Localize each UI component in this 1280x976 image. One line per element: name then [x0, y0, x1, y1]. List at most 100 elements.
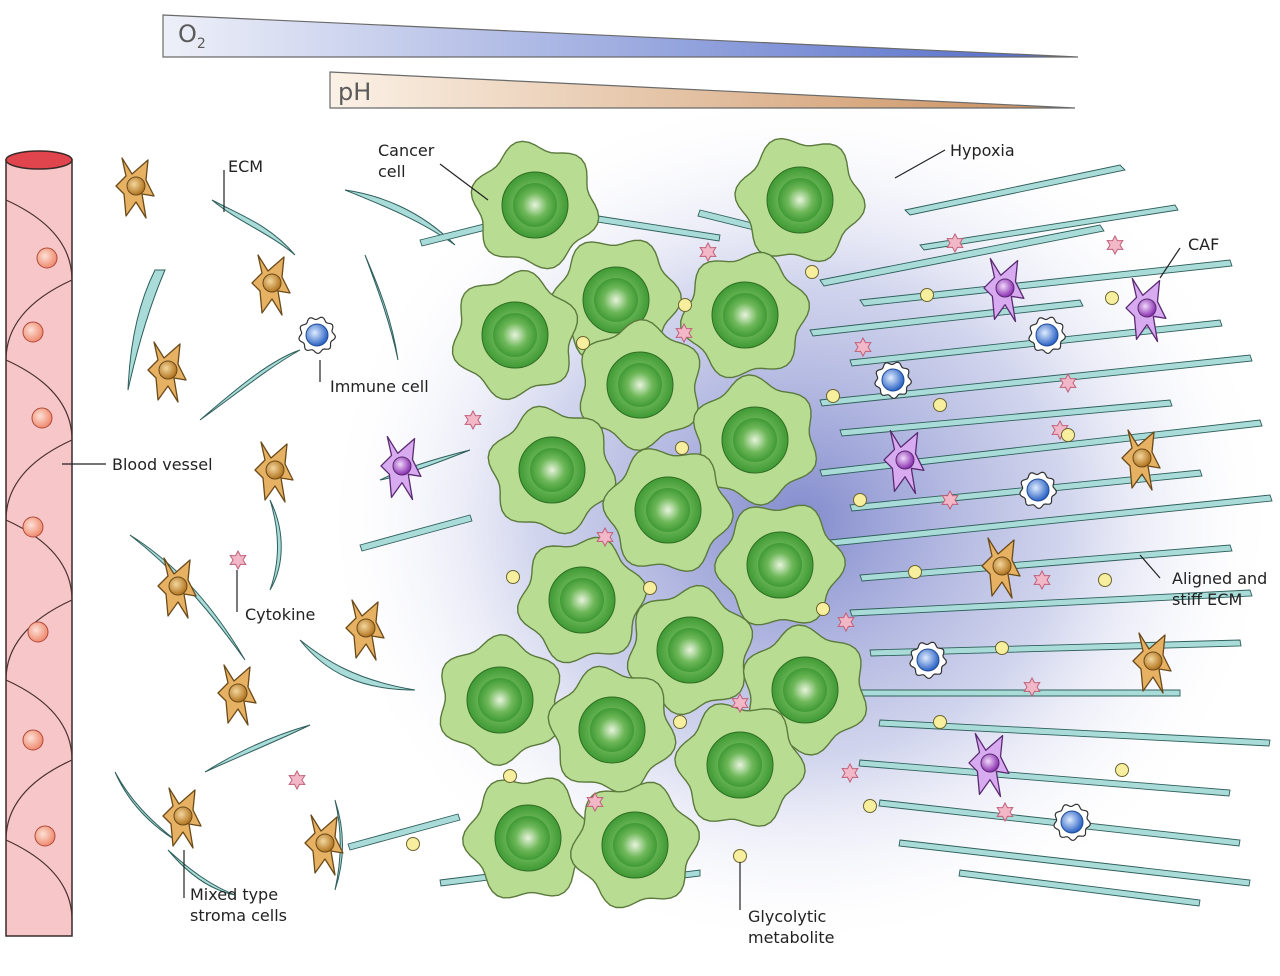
immune-cell	[874, 361, 913, 399]
cytokine	[731, 692, 749, 714]
metabolite	[826, 389, 840, 403]
metabolite	[1105, 291, 1119, 305]
cancer-cell	[462, 777, 594, 899]
stroma-cell	[345, 599, 385, 661]
cytokine	[586, 791, 604, 813]
blood-vessel-label: Blood vessel	[112, 455, 213, 474]
metabolite	[733, 849, 747, 863]
cancer-cell	[470, 140, 600, 270]
cytokine	[837, 611, 855, 633]
stroma-cell	[147, 341, 187, 403]
ph-label: pH	[338, 78, 372, 106]
metabolite	[678, 298, 692, 312]
cytokine	[941, 489, 959, 511]
caf-cell	[968, 732, 1010, 798]
leader-lines	[62, 149, 1181, 910]
cytokine	[699, 241, 717, 263]
oxygen-label: O2	[178, 20, 206, 52]
metabolite	[863, 799, 877, 813]
cytokine	[854, 336, 872, 358]
cytokine	[1023, 676, 1041, 698]
immune-cell	[909, 641, 948, 679]
cytokine	[1106, 234, 1124, 256]
cancer-cell	[451, 269, 579, 401]
oxygen-subscript: 2	[196, 35, 206, 52]
metabolite	[406, 837, 420, 851]
cytokine	[675, 322, 693, 344]
oxygen-symbol: O	[178, 20, 197, 48]
caf-cell	[983, 257, 1025, 323]
glycolytic-metabolite-label: Glycolytic metabolite	[748, 907, 835, 947]
stroma-cells-label: Mixed type stroma cells	[190, 885, 287, 925]
aligned-ecm-label: Aligned and stiff ECM	[1172, 569, 1268, 609]
metabolite	[920, 288, 934, 302]
stroma-cell	[304, 814, 344, 876]
cancer-cell	[626, 584, 754, 716]
caf-cells	[380, 257, 1167, 798]
metabolite	[995, 641, 1009, 655]
stroma-cell	[157, 557, 197, 619]
metabolite	[1061, 428, 1075, 442]
metabolite	[933, 398, 947, 412]
stroma-cell	[1121, 429, 1161, 491]
metabolite	[908, 565, 922, 579]
metabolite	[805, 265, 819, 279]
immune-cells	[298, 316, 1092, 841]
cytokine	[841, 762, 859, 784]
cancer-cell	[602, 447, 734, 573]
stroma-cell	[254, 441, 294, 503]
glycolytic-metabolites	[406, 265, 1129, 863]
cytokine	[1059, 372, 1077, 394]
cancer-cell	[714, 504, 846, 626]
cancer-cell	[487, 405, 617, 535]
metabolite	[675, 441, 689, 455]
stroma-cell	[1132, 632, 1172, 694]
metabolite	[853, 493, 867, 507]
metabolite	[816, 602, 830, 616]
cytokine-label: Cytokine	[245, 605, 316, 624]
ecm-label: ECM	[228, 157, 264, 176]
metabolite	[576, 336, 590, 350]
stroma-cell	[981, 537, 1021, 599]
metabolite	[643, 581, 657, 595]
metabolite	[1098, 573, 1112, 587]
ph-gradient-bar	[329, 71, 1076, 109]
immune-cell	[1053, 803, 1092, 841]
stroma-cell	[217, 664, 257, 726]
immune-cell	[298, 316, 337, 354]
metabolite	[506, 570, 520, 584]
caf-cell	[1125, 277, 1167, 343]
metabolite	[1115, 763, 1129, 777]
cytokine	[596, 526, 614, 548]
cytokine	[288, 769, 306, 791]
cancer-cells	[439, 137, 868, 909]
blood-vessel	[5, 150, 73, 937]
immune-cell	[1019, 471, 1058, 509]
cytokines	[229, 232, 1124, 823]
cytokine	[946, 232, 964, 254]
hypoxia-label: Hypoxia	[950, 141, 1015, 160]
stroma-cell	[162, 787, 202, 849]
stroma-cell	[251, 254, 291, 316]
cancer-cell	[547, 665, 677, 795]
metabolite	[933, 715, 947, 729]
immune-cell	[1028, 316, 1067, 354]
cancer-cell	[734, 137, 866, 263]
cytokine	[464, 409, 482, 431]
caf-label: CAF	[1188, 235, 1220, 254]
caf-cell	[883, 429, 925, 495]
cancer-cell	[692, 374, 818, 506]
cytokine	[229, 549, 247, 571]
stroma-cells	[115, 157, 1172, 876]
cytokine	[1051, 419, 1069, 441]
immune-cell-label: Immune cell	[330, 377, 429, 396]
cancer-cell	[439, 633, 561, 767]
cancer-cell	[579, 318, 701, 452]
cancer-cell	[570, 781, 700, 909]
cancer-cell	[516, 536, 648, 664]
oxygen-gradient-bar	[162, 14, 1079, 58]
stroma-cell	[115, 157, 155, 219]
metabolite	[673, 715, 687, 729]
caf-cell	[380, 435, 422, 501]
